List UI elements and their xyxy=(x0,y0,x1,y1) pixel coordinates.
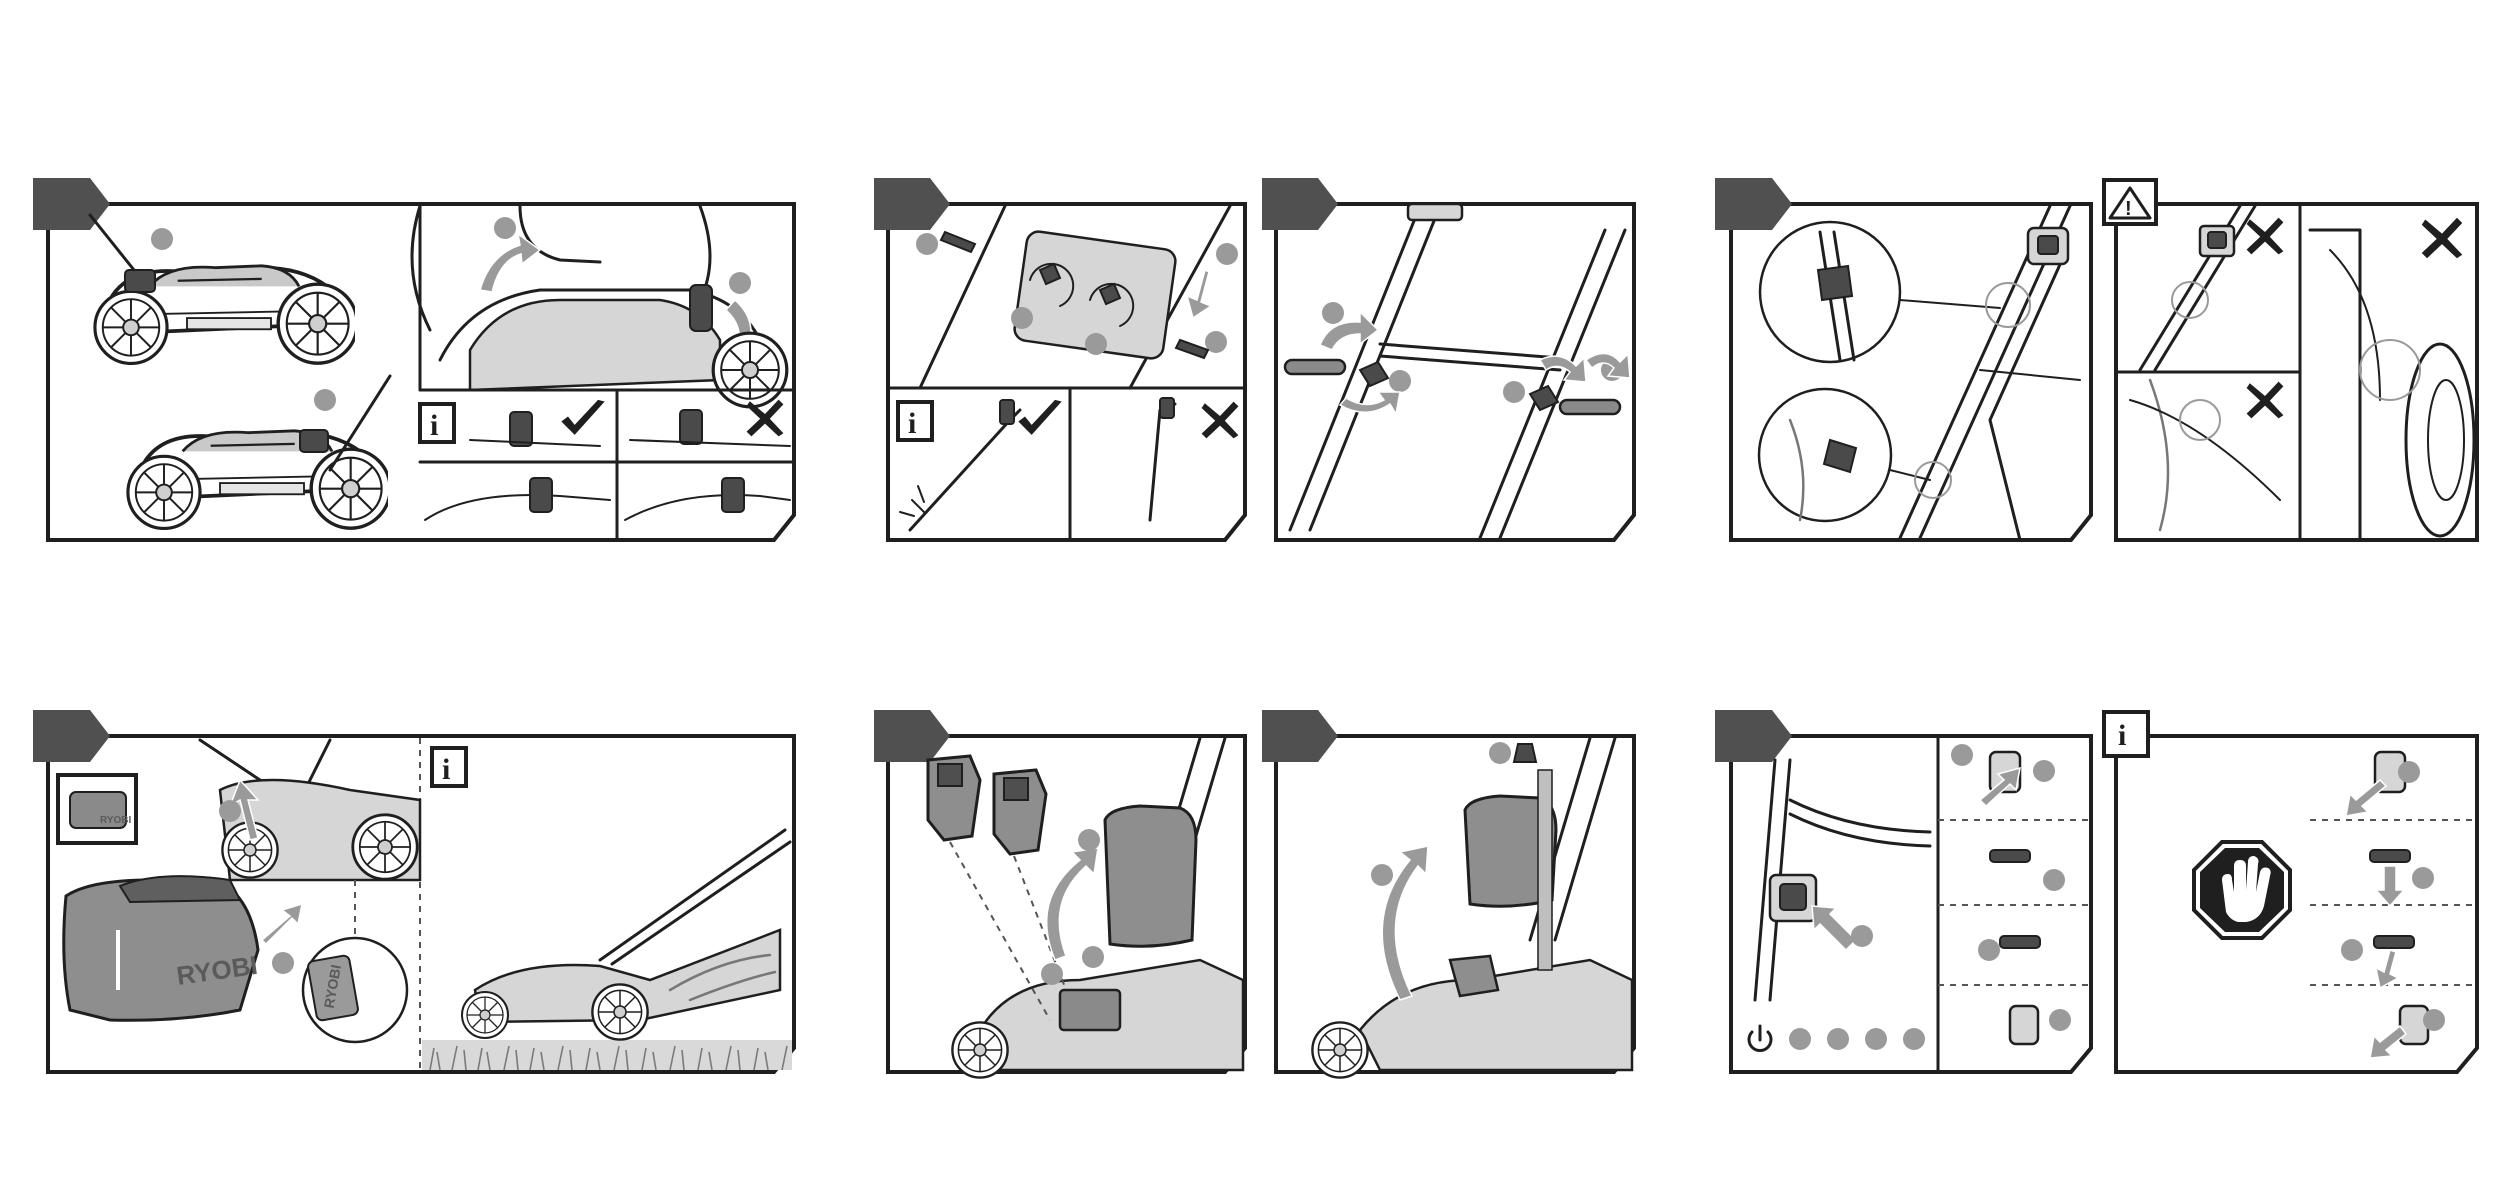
brand-logo-small: RYOBI xyxy=(100,815,132,826)
grass-field xyxy=(422,1040,792,1070)
callout-dot xyxy=(2049,1009,2071,1031)
panel-handle-knobs xyxy=(1262,178,1634,540)
callout-dot xyxy=(2033,760,2055,782)
height-lever xyxy=(300,430,328,452)
callout-dot xyxy=(729,272,751,294)
callout-dot xyxy=(1322,302,1344,324)
callout-dot xyxy=(1978,939,2000,961)
callout-dot xyxy=(2412,867,2434,889)
callout-dot xyxy=(494,217,516,239)
callout-dot xyxy=(2341,939,2363,961)
battery-cover xyxy=(1105,806,1196,946)
callout-dot xyxy=(1851,925,1873,947)
panel-start-switch xyxy=(1715,710,2091,1072)
callout-dot xyxy=(1503,381,1525,403)
start-switch xyxy=(1780,884,1806,910)
callout-dot xyxy=(1951,744,1973,766)
panel-lower-handle-bolts: i xyxy=(874,178,1245,540)
callout-dot xyxy=(1489,742,1511,764)
callout-dot xyxy=(916,233,938,255)
panel-grass-bag: RYOBI RYOBI RYOBI i xyxy=(33,710,794,1072)
callout-dot xyxy=(1011,307,1033,329)
warning-icon-label: ! xyxy=(2125,198,2132,220)
callout-dot xyxy=(314,389,336,411)
callout-dot xyxy=(219,800,241,822)
callout-dot xyxy=(1216,243,1238,265)
callout-dot xyxy=(272,952,294,974)
callout-dot xyxy=(1078,829,1100,851)
panel-battery-cover-close xyxy=(1262,710,1634,1078)
callout-dot xyxy=(2423,1009,2445,1031)
callout-dot xyxy=(1389,370,1411,392)
panel-cable-clips xyxy=(1715,178,2091,540)
height-lever xyxy=(125,270,155,292)
info-icon-label: i xyxy=(2118,719,2126,752)
panel-stop-release: i xyxy=(2104,712,2477,1072)
battery-led xyxy=(1903,1028,1925,1050)
battery-led xyxy=(1827,1028,1849,1050)
panel-battery-install xyxy=(874,710,1245,1078)
callout-dot xyxy=(1041,963,1063,985)
info-icon-label: i xyxy=(908,407,916,440)
callout-dot xyxy=(1371,864,1393,886)
hand-stop-icon xyxy=(2194,842,2290,938)
info-icon-label: i xyxy=(430,409,438,442)
battery-led xyxy=(1789,1028,1811,1050)
panel-cable-routing-warning: ! xyxy=(2104,180,2477,540)
battery-led xyxy=(1865,1028,1887,1050)
safety-key xyxy=(1514,744,1536,762)
callout-dot xyxy=(1082,946,1104,968)
callout-dot xyxy=(2043,869,2065,891)
callout-dot xyxy=(2398,761,2420,783)
handle-clamp-lever xyxy=(690,285,712,331)
info-icon-label: i xyxy=(442,753,450,786)
panel-wheel-height-adjust: i xyxy=(33,178,794,540)
callout-dot xyxy=(1085,333,1107,355)
callout-dot xyxy=(151,228,173,250)
detail-magnifier xyxy=(1759,389,1891,521)
